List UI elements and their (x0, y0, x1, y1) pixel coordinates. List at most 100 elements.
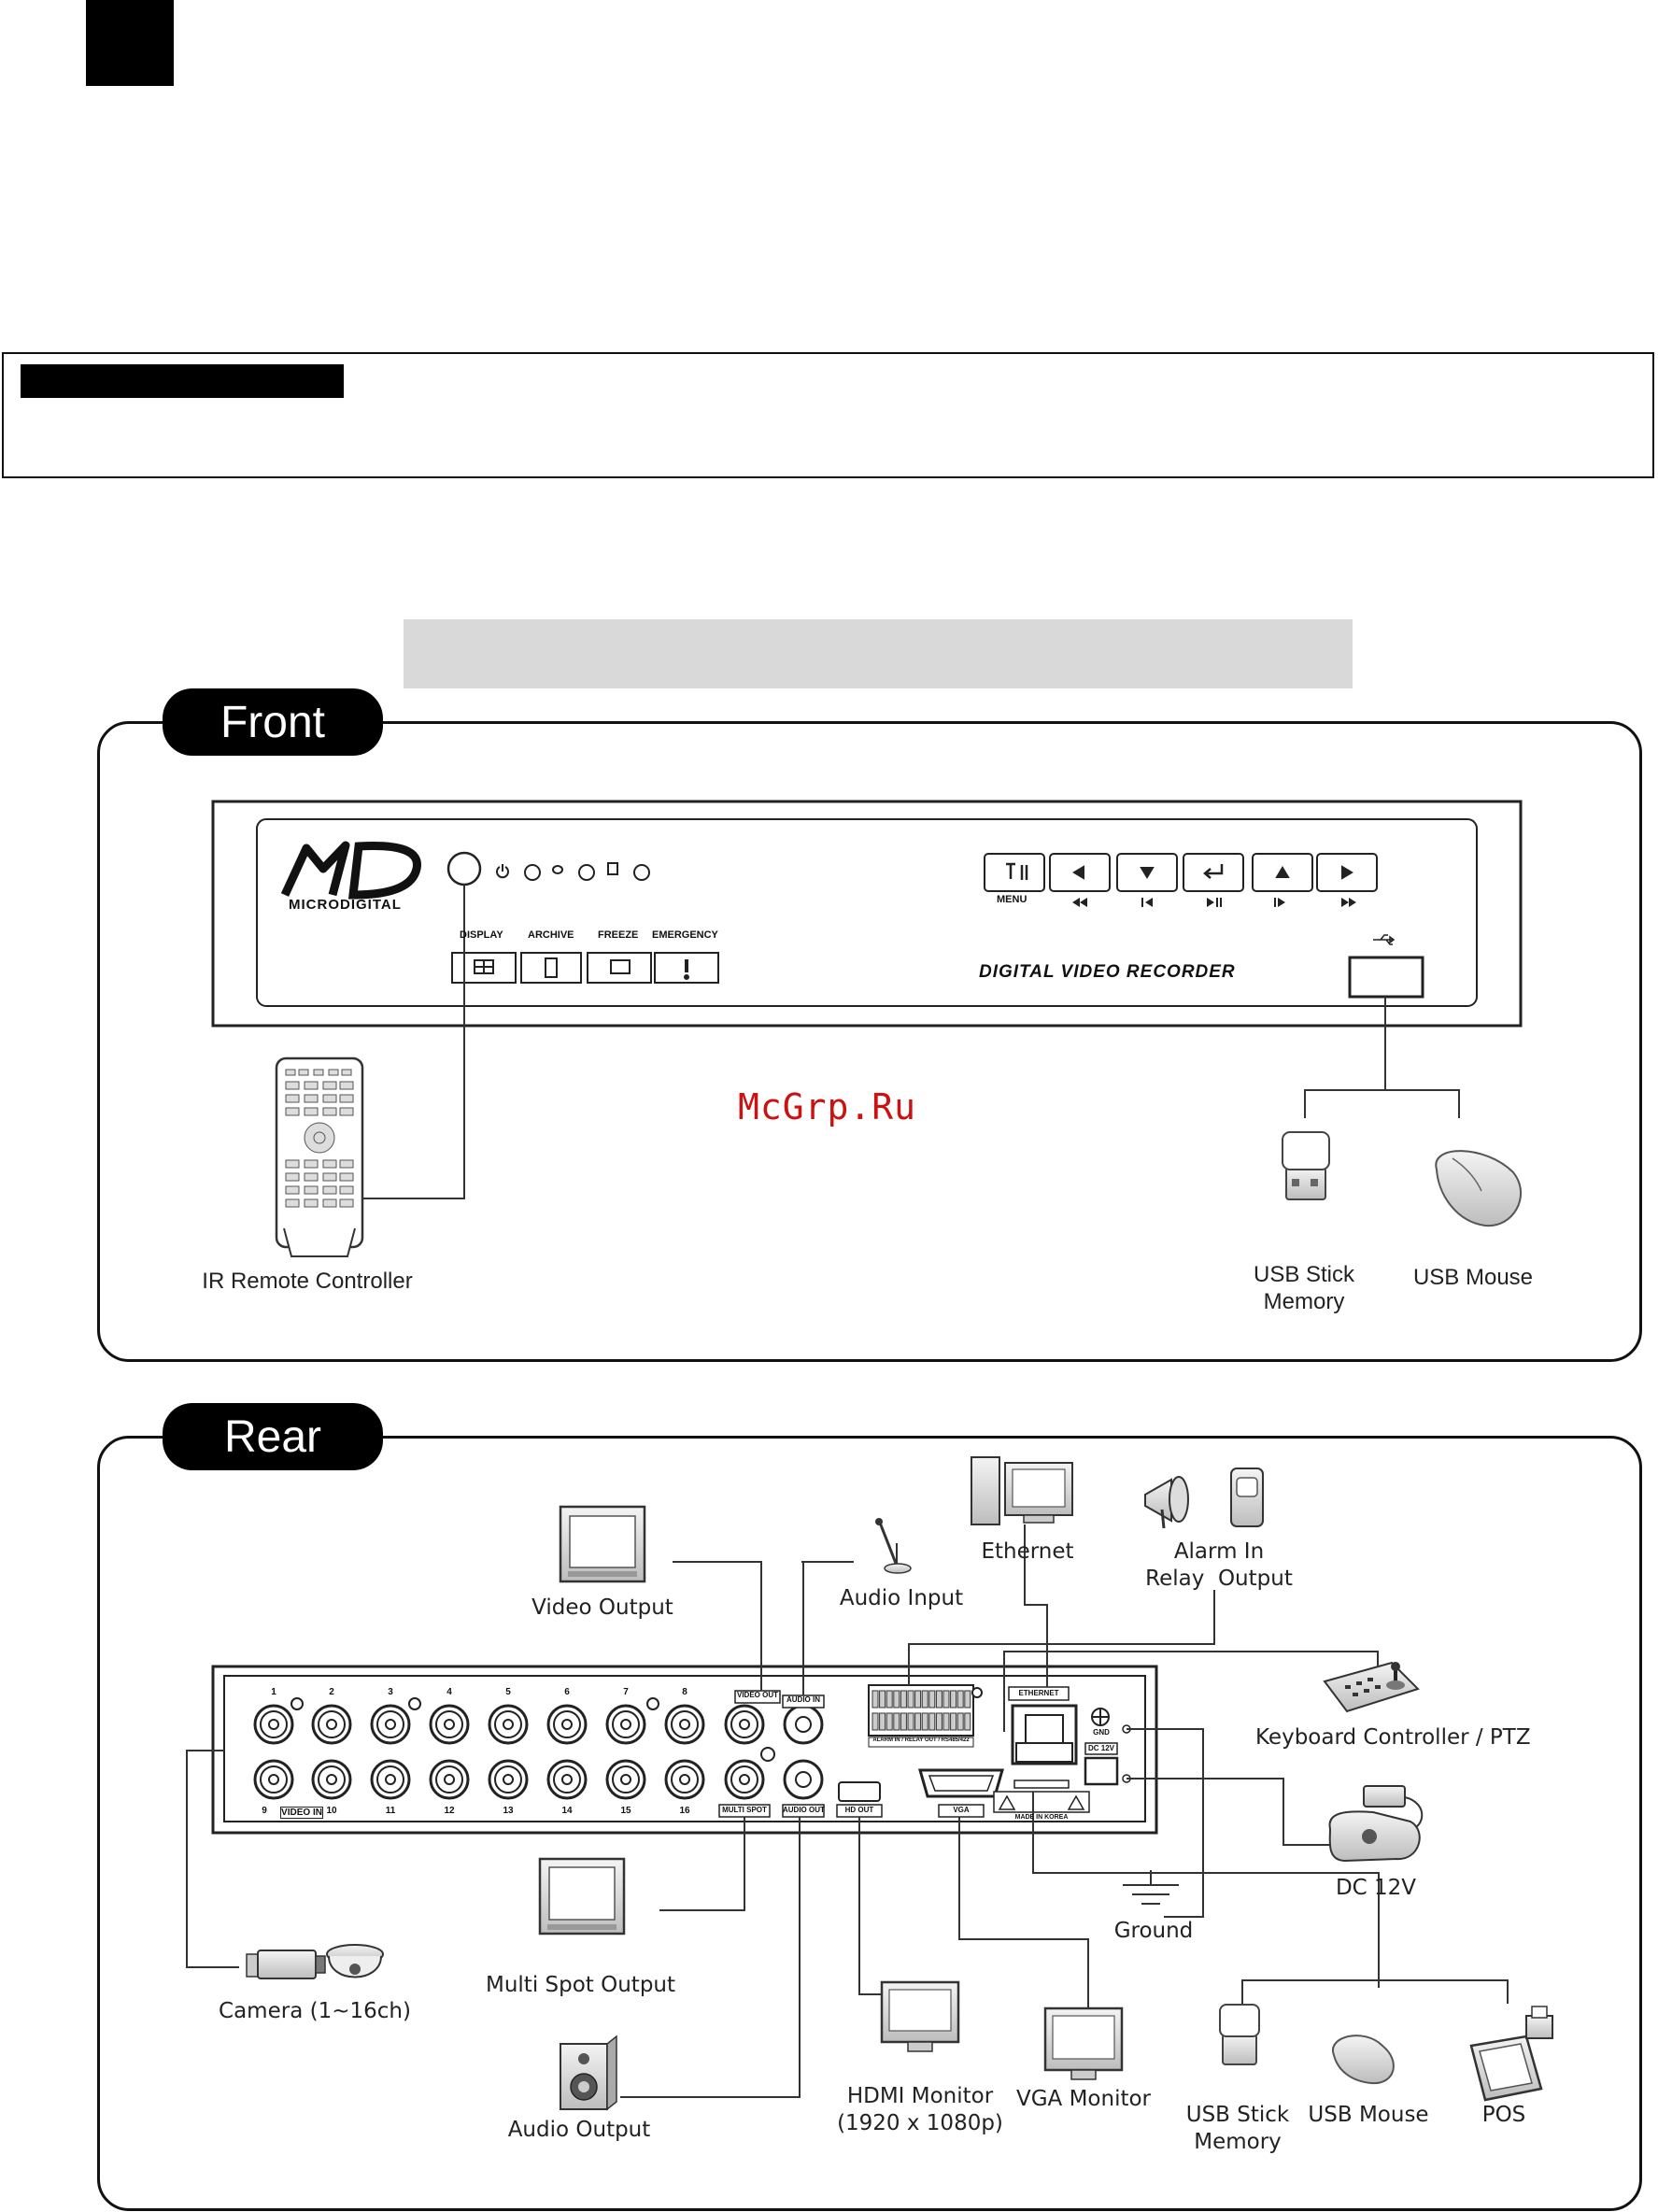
vga-monitor-icon (1043, 2006, 1124, 2080)
rear-usb-stick-icon (1219, 2004, 1260, 2065)
channel-number: 4 (446, 1687, 452, 1697)
hdmi-monitor-label-line1: HDMI Monitor (846, 2084, 994, 2108)
rear-usb-mouse-label: USB Mouse (1308, 2103, 1429, 2127)
channel-number: 12 (444, 1806, 455, 1816)
bnc-input-12 (429, 1759, 470, 1800)
terminal-pin (914, 1712, 922, 1731)
terminal-pin (942, 1712, 950, 1731)
channel-number: 10 (326, 1806, 337, 1816)
dc12v-port-label: DC 12V (1087, 1744, 1114, 1752)
camera-icon (246, 1950, 326, 1979)
bnc-input-3 (370, 1704, 411, 1745)
emergency-label: EMERGENCY (652, 929, 718, 941)
usb-stick-label-line2: Memory (1263, 1289, 1345, 1314)
video-in-label: VIDEO IN (280, 1807, 323, 1819)
terminal-pin (957, 1712, 964, 1731)
vga-port-label: VGA (953, 1806, 970, 1814)
display-label: DISPLAY (460, 929, 503, 941)
microphone-icon (875, 1518, 912, 1574)
terminal-pin (950, 1690, 957, 1709)
bnc-multi-spot (724, 1759, 765, 1800)
audio-input-label: Audio Input (839, 1586, 964, 1610)
bnc-input-15 (605, 1759, 646, 1800)
keyboard-controller-label: Keyboard Controller / PTZ (1255, 1725, 1531, 1750)
ground-symbol-icon (1123, 1870, 1179, 1905)
terminal-pin (872, 1690, 879, 1709)
alarm-strip-label: ALARM IN / RELAY OUT / RS485/422 (872, 1737, 970, 1743)
status-led-icons (496, 862, 650, 881)
keyboard-controller-icon (1323, 1661, 1420, 1713)
panel-caption: DIGITAL VIDEO RECORDER (979, 962, 1236, 982)
usb-stick-label-line1: USB Stick (1253, 1262, 1355, 1287)
bnc-input-16 (664, 1759, 705, 1800)
note-heading-bar (21, 364, 344, 398)
front-section-label: Front (163, 688, 383, 756)
terminal-pin (935, 1690, 942, 1709)
note-box (2, 352, 1654, 478)
bnc-input-13 (488, 1759, 529, 1800)
terminal-pin (886, 1712, 893, 1731)
title-bar (404, 619, 1353, 688)
usb-stick-icon (1282, 1131, 1330, 1200)
audio-in-port-label: AUDIO IN (786, 1695, 820, 1704)
header-block (86, 0, 174, 86)
siren-icon (1144, 1476, 1189, 1529)
terminal-pin (950, 1712, 957, 1731)
playback-icons (1072, 898, 1356, 907)
made-in-label: MADE IN KOREA (1014, 1814, 1069, 1821)
mount-hole (646, 1697, 659, 1710)
channel-number: 3 (388, 1687, 393, 1697)
dome-camera-icon (326, 1944, 384, 1978)
hd-out-port-label: HD OUT (844, 1806, 874, 1814)
computer-icon (971, 1456, 1073, 1525)
terminal-pin (893, 1690, 900, 1709)
hdmi-monitor-icon (880, 1980, 960, 2052)
terminal-pin (921, 1712, 928, 1731)
terminal-pin (879, 1712, 886, 1731)
channel-number: 13 (503, 1806, 514, 1816)
alarm-in-label: Alarm In (1173, 1539, 1265, 1564)
menu-label: MENU (997, 894, 1027, 905)
mount-hole (291, 1697, 304, 1710)
terminal-pin (928, 1712, 936, 1731)
front-section-frame (97, 721, 1642, 1362)
bnc-input-5 (488, 1704, 529, 1745)
rear-usb-stick-label-line1: USB Stick (1185, 2103, 1290, 2127)
multi-spot-port-label: MULTI SPOT (722, 1806, 767, 1814)
power-adapter-icon (1328, 1785, 1424, 1863)
gnd-port-label: GND (1093, 1728, 1110, 1737)
md-logo-icon (280, 841, 421, 900)
channel-number: 6 (564, 1687, 570, 1697)
front-wiring (338, 885, 1460, 1199)
terminal-pin (928, 1690, 936, 1709)
navigation-button-shapes (984, 853, 1378, 892)
channel-number: 5 (505, 1687, 511, 1697)
channel-number: 16 (679, 1806, 690, 1816)
terminal-pin (872, 1712, 879, 1731)
dc12v-label: DC 12V (1335, 1876, 1417, 1900)
multi-spot-monitor-icon (538, 1857, 626, 1936)
bnc-input-14 (546, 1759, 588, 1800)
ir-receiver-icon (446, 851, 482, 886)
dvr-front-panel (211, 800, 1523, 1028)
channel-number: 1 (271, 1687, 276, 1697)
rear-usb-mouse-icon (1331, 2035, 1395, 2085)
channel-number: 15 (620, 1806, 631, 1816)
terminal-pin (907, 1712, 914, 1731)
bnc-input-9 (253, 1759, 294, 1800)
terminal-pin (907, 1690, 914, 1709)
usb-mouse-icon (1435, 1150, 1523, 1227)
terminal-pin (964, 1690, 971, 1709)
bnc-input-7 (605, 1704, 646, 1745)
channel-number: 11 (385, 1806, 396, 1816)
video-out-port-label: VIDEO OUT (736, 1691, 778, 1699)
terminal-pin (964, 1712, 971, 1731)
terminal-pin (914, 1690, 922, 1709)
channel-number: 2 (329, 1687, 334, 1697)
bnc-input-8 (664, 1704, 705, 1745)
channel-number: 14 (561, 1806, 573, 1816)
terminal-pin (900, 1712, 907, 1731)
brand-name: MICRODIGITAL (289, 897, 402, 913)
terminal-pin (893, 1712, 900, 1731)
